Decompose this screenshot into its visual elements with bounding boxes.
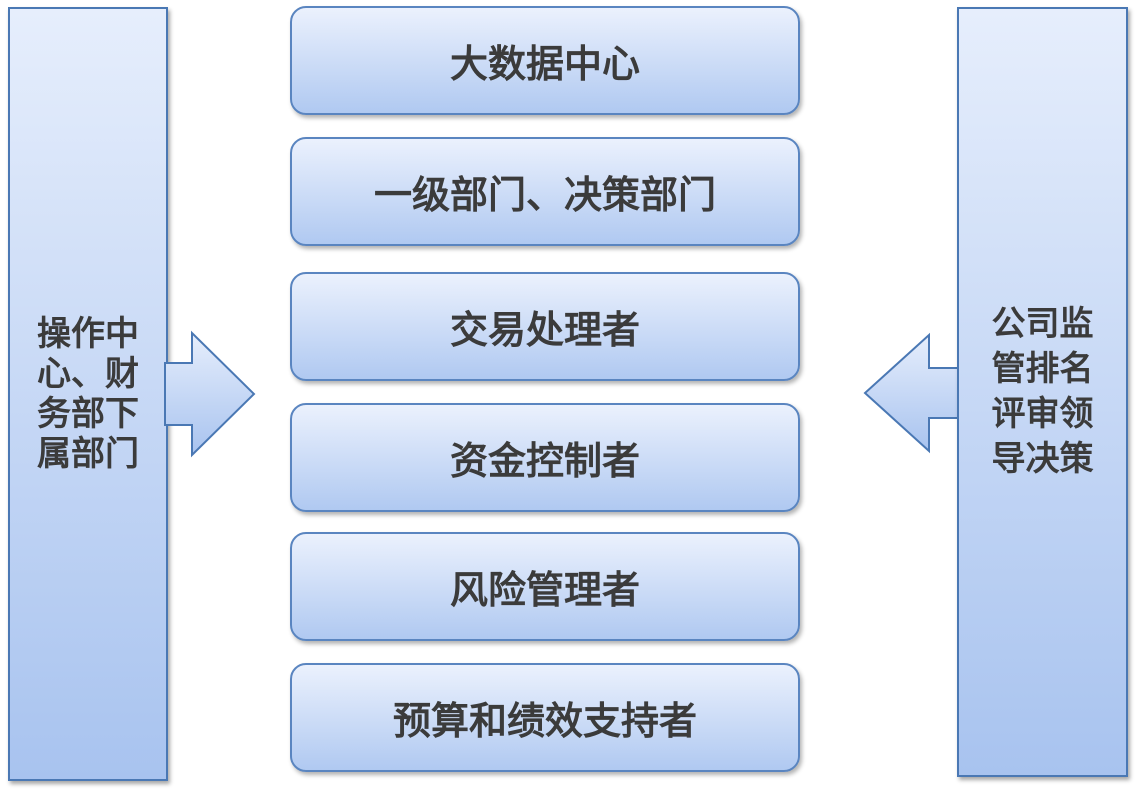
box-risk-manager: 风险管理者 bbox=[290, 532, 800, 641]
box-label: 大数据中心 bbox=[449, 42, 640, 86]
box-transaction-processor: 交易处理者 bbox=[290, 272, 800, 381]
left-arrow-icon bbox=[863, 332, 960, 454]
left-panel-label: 操作中心、财务部下属部门 bbox=[37, 314, 139, 474]
box-label: 一级部门、决策部门 bbox=[373, 173, 716, 217]
box-label: 资金控制者 bbox=[449, 439, 640, 483]
box-label: 风险管理者 bbox=[449, 568, 640, 612]
right-panel: 公司监管排名评审领导决策 bbox=[957, 7, 1128, 777]
box-fund-controller: 资金控制者 bbox=[290, 403, 800, 512]
left-panel: 操作中心、财务部下属部门 bbox=[8, 7, 168, 781]
box-budget-performance-supporter: 预算和绩效支持者 bbox=[290, 663, 800, 772]
box-big-data-center: 大数据中心 bbox=[290, 6, 800, 115]
box-label: 预算和绩效支持者 bbox=[392, 699, 697, 743]
right-arrow-icon bbox=[164, 330, 256, 458]
box-label: 交易处理者 bbox=[449, 308, 640, 352]
right-panel-label: 公司监管排名评审领导决策 bbox=[991, 304, 1094, 479]
box-first-level-departments: 一级部门、决策部门 bbox=[290, 137, 800, 246]
